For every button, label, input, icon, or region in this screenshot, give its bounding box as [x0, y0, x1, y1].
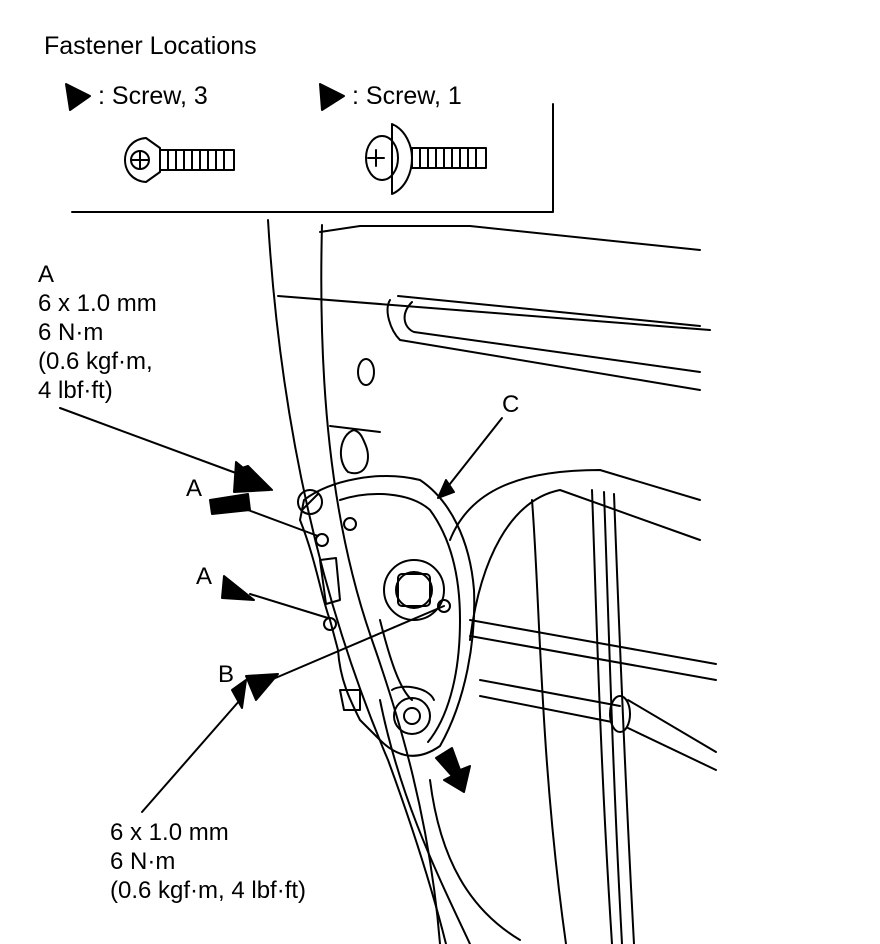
pointer-b: [245, 673, 279, 701]
callout-a-torque: 6 N·m: [38, 319, 104, 346]
door-panel-outline: [267, 219, 711, 944]
callout-b-size: 6 x 1.0 mm: [110, 819, 229, 846]
pointer-b-spec: [231, 679, 247, 709]
callout-a-second: A: [186, 475, 203, 502]
legend-arrow-b-symbol: [319, 83, 345, 111]
legend-box-border: [71, 103, 554, 213]
pointer-a-third: [221, 575, 255, 601]
legend-item-label: : Screw, 1: [352, 82, 462, 110]
leader-a-second: [247, 509, 319, 537]
callout-a-size: 6 x 1.0 mm: [38, 290, 157, 317]
callout-c: C: [502, 391, 520, 418]
leader-b-spec: [141, 699, 241, 813]
legend-arrow-a-symbol: [65, 83, 91, 111]
leader-a-third: [249, 593, 329, 619]
legend-title: Fastener Locations: [44, 32, 257, 60]
screw-a-top-marker: [297, 489, 323, 515]
washer-head-screw-icon: [365, 123, 487, 195]
pointer-a-spec-head: [233, 461, 271, 493]
callout-a-third: A: [196, 563, 213, 590]
callout-a-letter: A: [38, 261, 55, 288]
callout-b-torque-alt: (0.6 kgf·m, 4 lbf·ft): [110, 877, 307, 904]
pointer-c: [437, 479, 455, 499]
legend-item-label: : Screw, 3: [98, 82, 208, 110]
callout-b-torque: 6 N·m: [110, 848, 176, 875]
window-regulator-rail: [469, 619, 717, 771]
leader-c: [441, 417, 503, 495]
flat-head-screw-icon: [124, 137, 235, 183]
leader-a-spec: [59, 407, 245, 477]
removal-direction-arrow: [435, 747, 471, 793]
regulator-motor-bracket: [299, 475, 476, 757]
pointer-a-second: [209, 493, 251, 515]
callout-a-torque-alt: 4 lbf·ft): [38, 377, 113, 404]
leader-b: [265, 605, 445, 683]
callout-b: B: [218, 661, 235, 688]
callout-a-torque-alt: (0.6 kgf·m,: [38, 348, 153, 375]
